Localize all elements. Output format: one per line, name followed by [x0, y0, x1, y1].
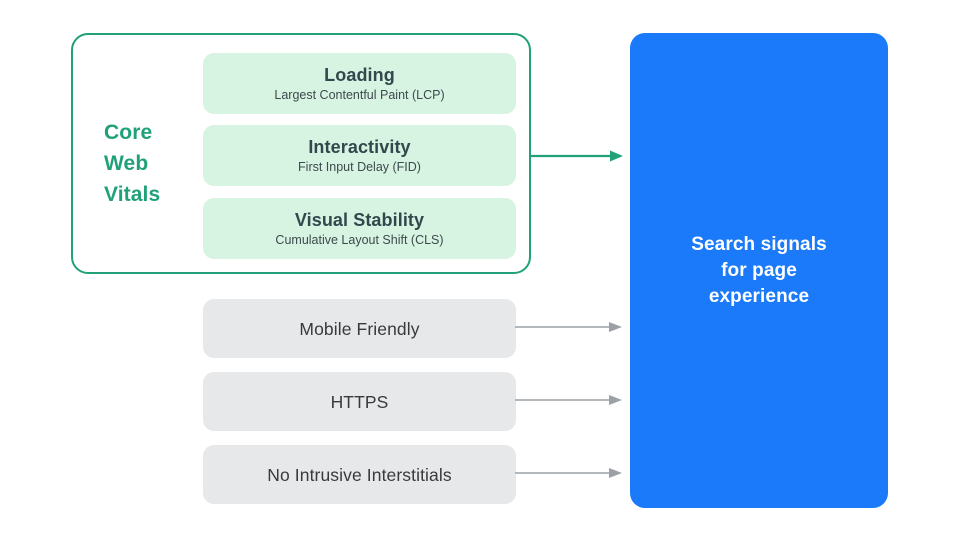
metric-subtitle-interactivity: First Input Delay (FID) — [298, 159, 421, 174]
core-web-vitals-label-line-3: Vitals — [104, 183, 161, 206]
core-web-vitals-label-line-2: Web — [104, 152, 149, 175]
search-signals-panel[interactable]: Search signals for page experience — [630, 33, 888, 508]
metric-card-loading[interactable]: Loading Largest Contentful Paint (LCP) — [203, 53, 516, 114]
signal-label-https: HTTPS — [330, 391, 389, 412]
signal-card-https[interactable]: HTTPS — [203, 372, 516, 431]
core-web-vitals-group-label: Core Web Vitals — [104, 117, 200, 210]
metric-title-loading: Loading — [324, 64, 395, 85]
metric-card-visual-stability[interactable]: Visual Stability Cumulative Layout Shift… — [203, 198, 516, 259]
signal-card-mobile-friendly[interactable]: Mobile Friendly — [203, 299, 516, 358]
metric-card-interactivity[interactable]: Interactivity First Input Delay (FID) — [203, 125, 516, 186]
metric-title-visual-stability: Visual Stability — [294, 209, 425, 230]
arrow-no-intrusive-interstitials-icon — [515, 465, 625, 481]
signal-card-no-intrusive-interstitials[interactable]: No Intrusive Interstitials — [203, 445, 516, 504]
metric-title-interactivity: Interactivity — [308, 136, 411, 157]
core-web-vitals-group — [71, 33, 531, 274]
metric-subtitle-loading: Largest Contentful Paint (LCP) — [274, 87, 445, 102]
core-web-vitals-label-line-1: Core — [104, 121, 153, 144]
search-signals-panel-label: Search signals for page experience — [691, 233, 827, 307]
signal-label-no-intrusive-interstitials: No Intrusive Interstitials — [267, 464, 452, 485]
metric-subtitle-visual-stability: Cumulative Layout Shift (CLS) — [275, 232, 444, 247]
arrow-mobile-friendly-icon — [515, 319, 625, 335]
arrow-core-web-vitals-icon — [529, 148, 625, 164]
arrow-https-icon — [515, 392, 625, 408]
signal-label-mobile-friendly: Mobile Friendly — [299, 318, 420, 339]
